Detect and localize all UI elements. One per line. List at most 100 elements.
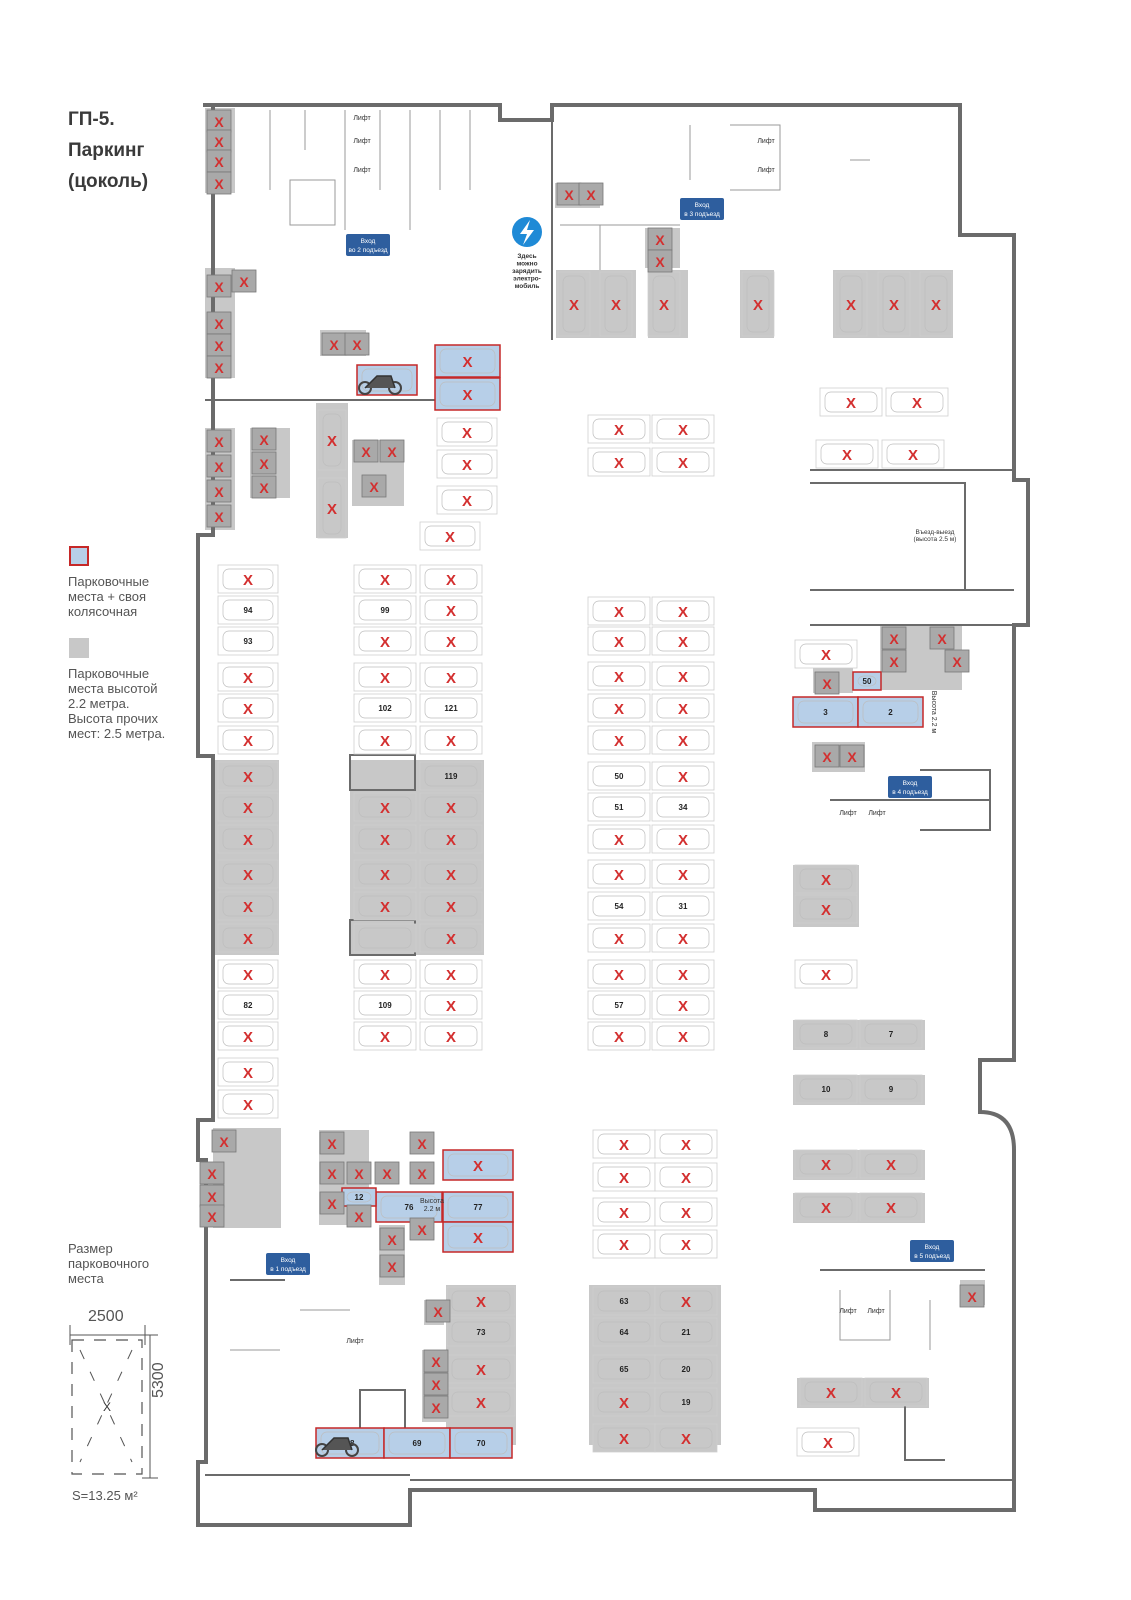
spot-col-d-2-car	[592, 600, 646, 622]
storage-cell-3-sold-mark: X	[214, 176, 224, 192]
spot-col-c-13-sold-mark: X	[446, 998, 456, 1015]
storage-cell-22-sold-mark: X	[586, 187, 596, 203]
storage-cell-46-box	[379, 1254, 405, 1278]
spot-col-c-12: X	[419, 959, 483, 989]
storage-cell-35-box	[199, 1204, 225, 1228]
spot-col-e-11-number: 31	[679, 902, 688, 911]
storage-cell-14: X	[251, 451, 277, 475]
spot-low-e-8: X	[654, 1423, 718, 1453]
spot-col-d-0: X	[587, 414, 651, 444]
spot-col-e-9: X	[651, 824, 715, 854]
spot-right-white-3-car	[886, 443, 940, 465]
size-caption: Размер парковочного места	[68, 1241, 149, 1286]
storage-cell-48-box	[423, 1349, 449, 1373]
storage-cell-4-sold-mark: X	[214, 279, 224, 295]
spot-col-c-8-box	[419, 824, 483, 854]
spot-stroller-3-car	[380, 1195, 438, 1219]
spot-col-a-5-box	[217, 725, 279, 755]
spot-right-gray-2-box	[794, 1019, 858, 1049]
storage-cell-45-box	[379, 1227, 405, 1251]
charge-label-3: электро-	[513, 276, 541, 283]
spot-col-c-14-box	[419, 1021, 483, 1051]
storage-cell-35-sold-mark: X	[207, 1209, 217, 1225]
spot-low-e-6: 20	[654, 1354, 718, 1384]
spot-low-e-2: X	[654, 1197, 718, 1227]
spot-low-d-2-sold-mark: X	[619, 1205, 629, 1222]
spot-right-white-5-box	[794, 959, 858, 989]
spot-col-c-1-car	[424, 599, 478, 621]
spot-col-c-7: X	[419, 792, 483, 822]
spot-right-gray-10-car	[804, 1381, 858, 1403]
storage-cell-18-box	[353, 439, 379, 463]
spot-col-e-11: 31	[651, 891, 715, 921]
storage-cell-18: X	[353, 439, 379, 463]
storage-cell-32: X	[211, 1129, 237, 1153]
spot-col-e-12-box	[651, 923, 715, 953]
spot-col-e-8-box	[651, 792, 715, 822]
spot-col-b-11-car	[358, 963, 412, 985]
spot-upper-c-3-car	[424, 525, 476, 547]
spot-col-d-4-sold-mark: X	[614, 669, 624, 686]
spot-stroller-4-car	[346, 1191, 372, 1203]
storage-cell-32-sold-mark: X	[219, 1134, 229, 1150]
storage-cell-33-sold-mark: X	[207, 1166, 217, 1182]
spot-top-vertical-2-car	[652, 275, 676, 333]
spot-col-b-9-sold-mark: X	[380, 899, 390, 916]
spot-bottom-b-2-box	[446, 1354, 516, 1384]
spot-low-e-1-sold-mark: X	[681, 1170, 691, 1187]
storage-cell-27: X	[944, 649, 970, 673]
spot-low-e-8-sold-mark: X	[681, 1431, 691, 1448]
spot-col-c-3-sold-mark: X	[446, 670, 456, 687]
spot-bottom-b-0-car	[451, 1290, 511, 1312]
spot-col-d-11-number: 54	[615, 902, 624, 911]
storage-cell-31: X	[839, 744, 865, 768]
spot-col-d-4-car	[592, 665, 646, 687]
spot-col-d-0-sold-mark: X	[614, 422, 624, 439]
spot-low-d-4-car	[597, 1290, 651, 1312]
spot-low-e-3: X	[654, 1229, 718, 1259]
spot-low-e-6-car	[659, 1358, 713, 1380]
spot-col-b-1-number: 99	[381, 606, 390, 615]
spot-right-gray-0: X	[794, 864, 858, 894]
page-title: ГП-5. Паркинг (цоколь)	[68, 104, 148, 197]
spot-col-a-1-number: 94	[244, 606, 253, 615]
spot-col-b-0: X	[353, 564, 417, 594]
spot-low-e-4-car	[659, 1290, 713, 1312]
spot-col-b-11-box	[353, 959, 417, 989]
spot-col-e-0-sold-mark: X	[678, 422, 688, 439]
spot-stroller-5-car	[320, 1431, 380, 1455]
storage-cell-44-box	[409, 1217, 435, 1241]
spot-right-white-5: X	[794, 959, 858, 989]
spot-col-a-9-car	[222, 863, 274, 885]
spot-right-gray-4-box	[794, 1074, 858, 1104]
spot-col-e-8-car	[656, 796, 710, 818]
spot-col-e-8-number: 34	[679, 803, 688, 812]
spot-stroller-10-box	[852, 671, 882, 691]
storage-cell-2-sold-mark: X	[214, 154, 224, 170]
spot-stroller-6: 69	[383, 1427, 451, 1459]
spot-col-a-5-sold-mark: X	[243, 733, 253, 750]
spot-col-c-2-sold-mark: X	[446, 634, 456, 651]
spot-col-a-13: 82	[217, 990, 279, 1020]
legend-stroller-text: Парковочные места + своя колясочная	[68, 574, 149, 619]
spot-col-b-0-car	[358, 568, 412, 590]
spot-top-vertical-6-sold-mark: X	[931, 297, 941, 314]
storage-cell-30-box	[814, 744, 840, 768]
legend-stroller-line-2: места + своя	[68, 589, 147, 604]
spot-vertical-0-sold-mark: X	[327, 433, 337, 450]
legend-low-height-text: Парковочные места высотой 2.2 метра. Выс…	[68, 666, 165, 741]
storage-cell-17: X	[344, 332, 370, 356]
spot-stroller-2: X	[442, 1221, 514, 1253]
spot-col-c-10-box	[419, 891, 483, 921]
spot-col-a-10-sold-mark: X	[243, 899, 253, 916]
spot-col-e-7: X	[651, 761, 715, 791]
spot-col-a-1: 94	[217, 595, 279, 625]
spot-low-e-0-car	[659, 1133, 713, 1155]
spot-right-white-2-car	[820, 443, 874, 465]
storage-cell-17-box	[344, 332, 370, 356]
spot-col-a-13-car	[222, 994, 274, 1016]
spot-col-c-13-car	[424, 994, 478, 1016]
spot-col-d-7-box	[587, 761, 651, 791]
spot-col-e-3-car	[656, 630, 710, 652]
spot-col-d-1-box	[587, 447, 651, 477]
